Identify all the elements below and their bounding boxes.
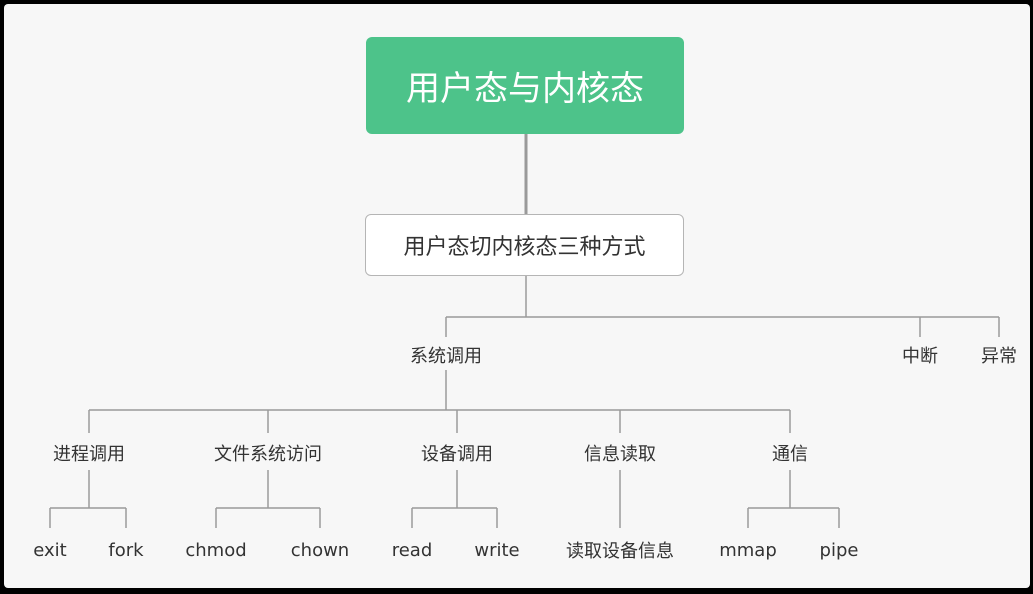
node-leaf-read[interactable]: read [391, 539, 433, 561]
node-leaf-mmap[interactable]: mmap [719, 539, 777, 561]
node-interrupt[interactable]: 中断 [902, 346, 938, 367]
node-leaf-exit[interactable]: exit [33, 539, 67, 561]
root-node[interactable]: 用户态与内核态 [366, 37, 684, 134]
node-category-device[interactable]: 设备调用 [421, 444, 493, 465]
level1-node[interactable]: 用户态切内核态三种方式 [365, 214, 684, 276]
node-category-filesystem[interactable]: 文件系统访问 [214, 444, 322, 465]
node-leaf-fork[interactable]: fork [108, 539, 144, 561]
node-leaf-pipe[interactable]: pipe [819, 539, 859, 561]
node-category-comm[interactable]: 通信 [772, 444, 808, 465]
node-category-info[interactable]: 信息读取 [584, 444, 656, 465]
node-category-process[interactable]: 进程调用 [53, 444, 125, 465]
node-leaf-write[interactable]: write [474, 539, 520, 561]
node-leaf-chown[interactable]: chown [290, 539, 350, 561]
node-exception[interactable]: 异常 [981, 346, 1017, 367]
node-syscall[interactable]: 系统调用 [410, 346, 482, 367]
node-leaf-read-device-info[interactable]: 读取设备信息 [566, 541, 674, 562]
level1-label: 用户态切内核态三种方式 [403, 235, 646, 260]
root-label: 用户态与内核态 [406, 69, 644, 109]
node-leaf-chmod[interactable]: chmod [185, 539, 247, 561]
